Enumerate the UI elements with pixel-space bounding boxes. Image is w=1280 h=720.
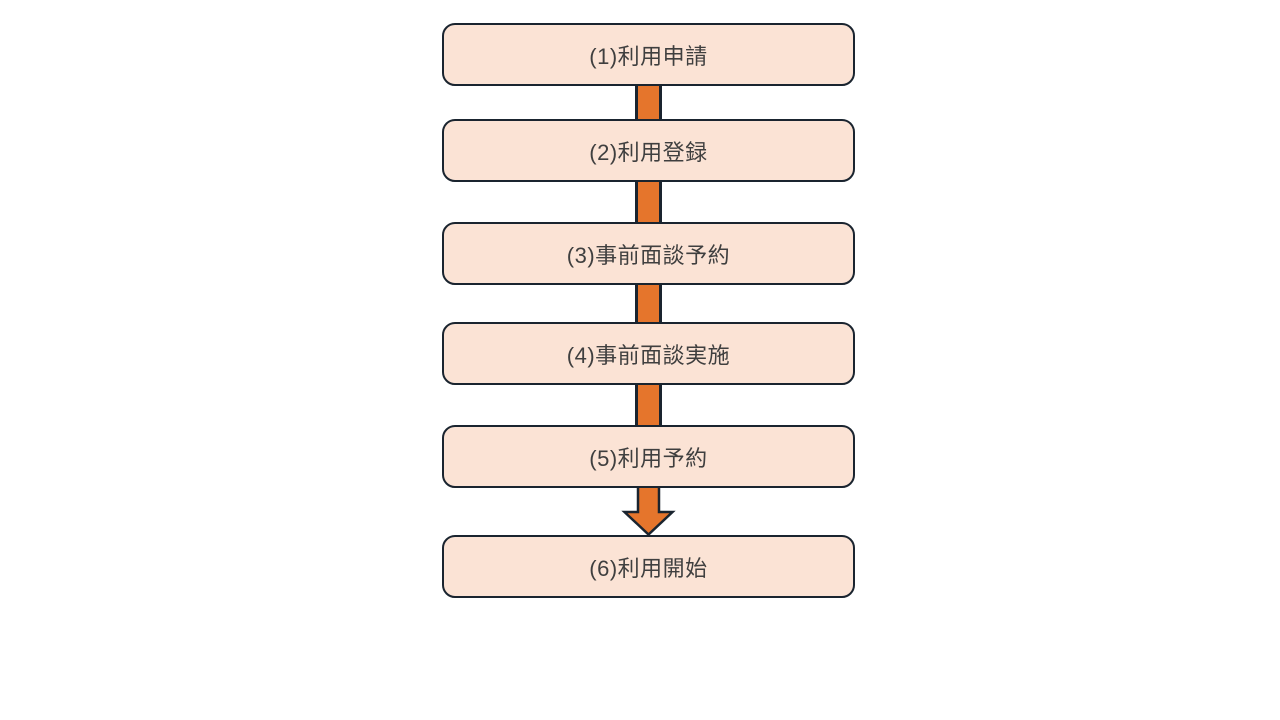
- flow-step-4-label: (4)事前面談実施: [566, 342, 731, 368]
- connector-2-3: [635, 176, 662, 228]
- flow-step-2: (2)利用登録: [442, 119, 855, 182]
- flow-step-6-label: (6)利用開始: [589, 555, 708, 581]
- flow-step-1-label: (1)利用申請: [589, 43, 708, 69]
- flow-step-1: (1)利用申請: [442, 23, 855, 86]
- connector-3-4: [635, 279, 662, 328]
- connector-4-5: [635, 379, 662, 431]
- flow-step-2-label: (2)利用登録: [589, 139, 708, 165]
- flow-step-3: (3)事前面談予約: [442, 222, 855, 285]
- flow-step-5-label: (5)利用予約: [589, 445, 708, 471]
- down-arrow-icon: [621, 481, 676, 537]
- flow-step-5: (5)利用予約: [442, 425, 855, 488]
- connector-5-6: [621, 481, 676, 537]
- flow-step-3-label: (3)事前面談予約: [566, 242, 731, 268]
- flow-step-6: (6)利用開始: [442, 535, 855, 598]
- connector-1-2: [635, 80, 662, 125]
- flow-step-4: (4)事前面談実施: [442, 322, 855, 385]
